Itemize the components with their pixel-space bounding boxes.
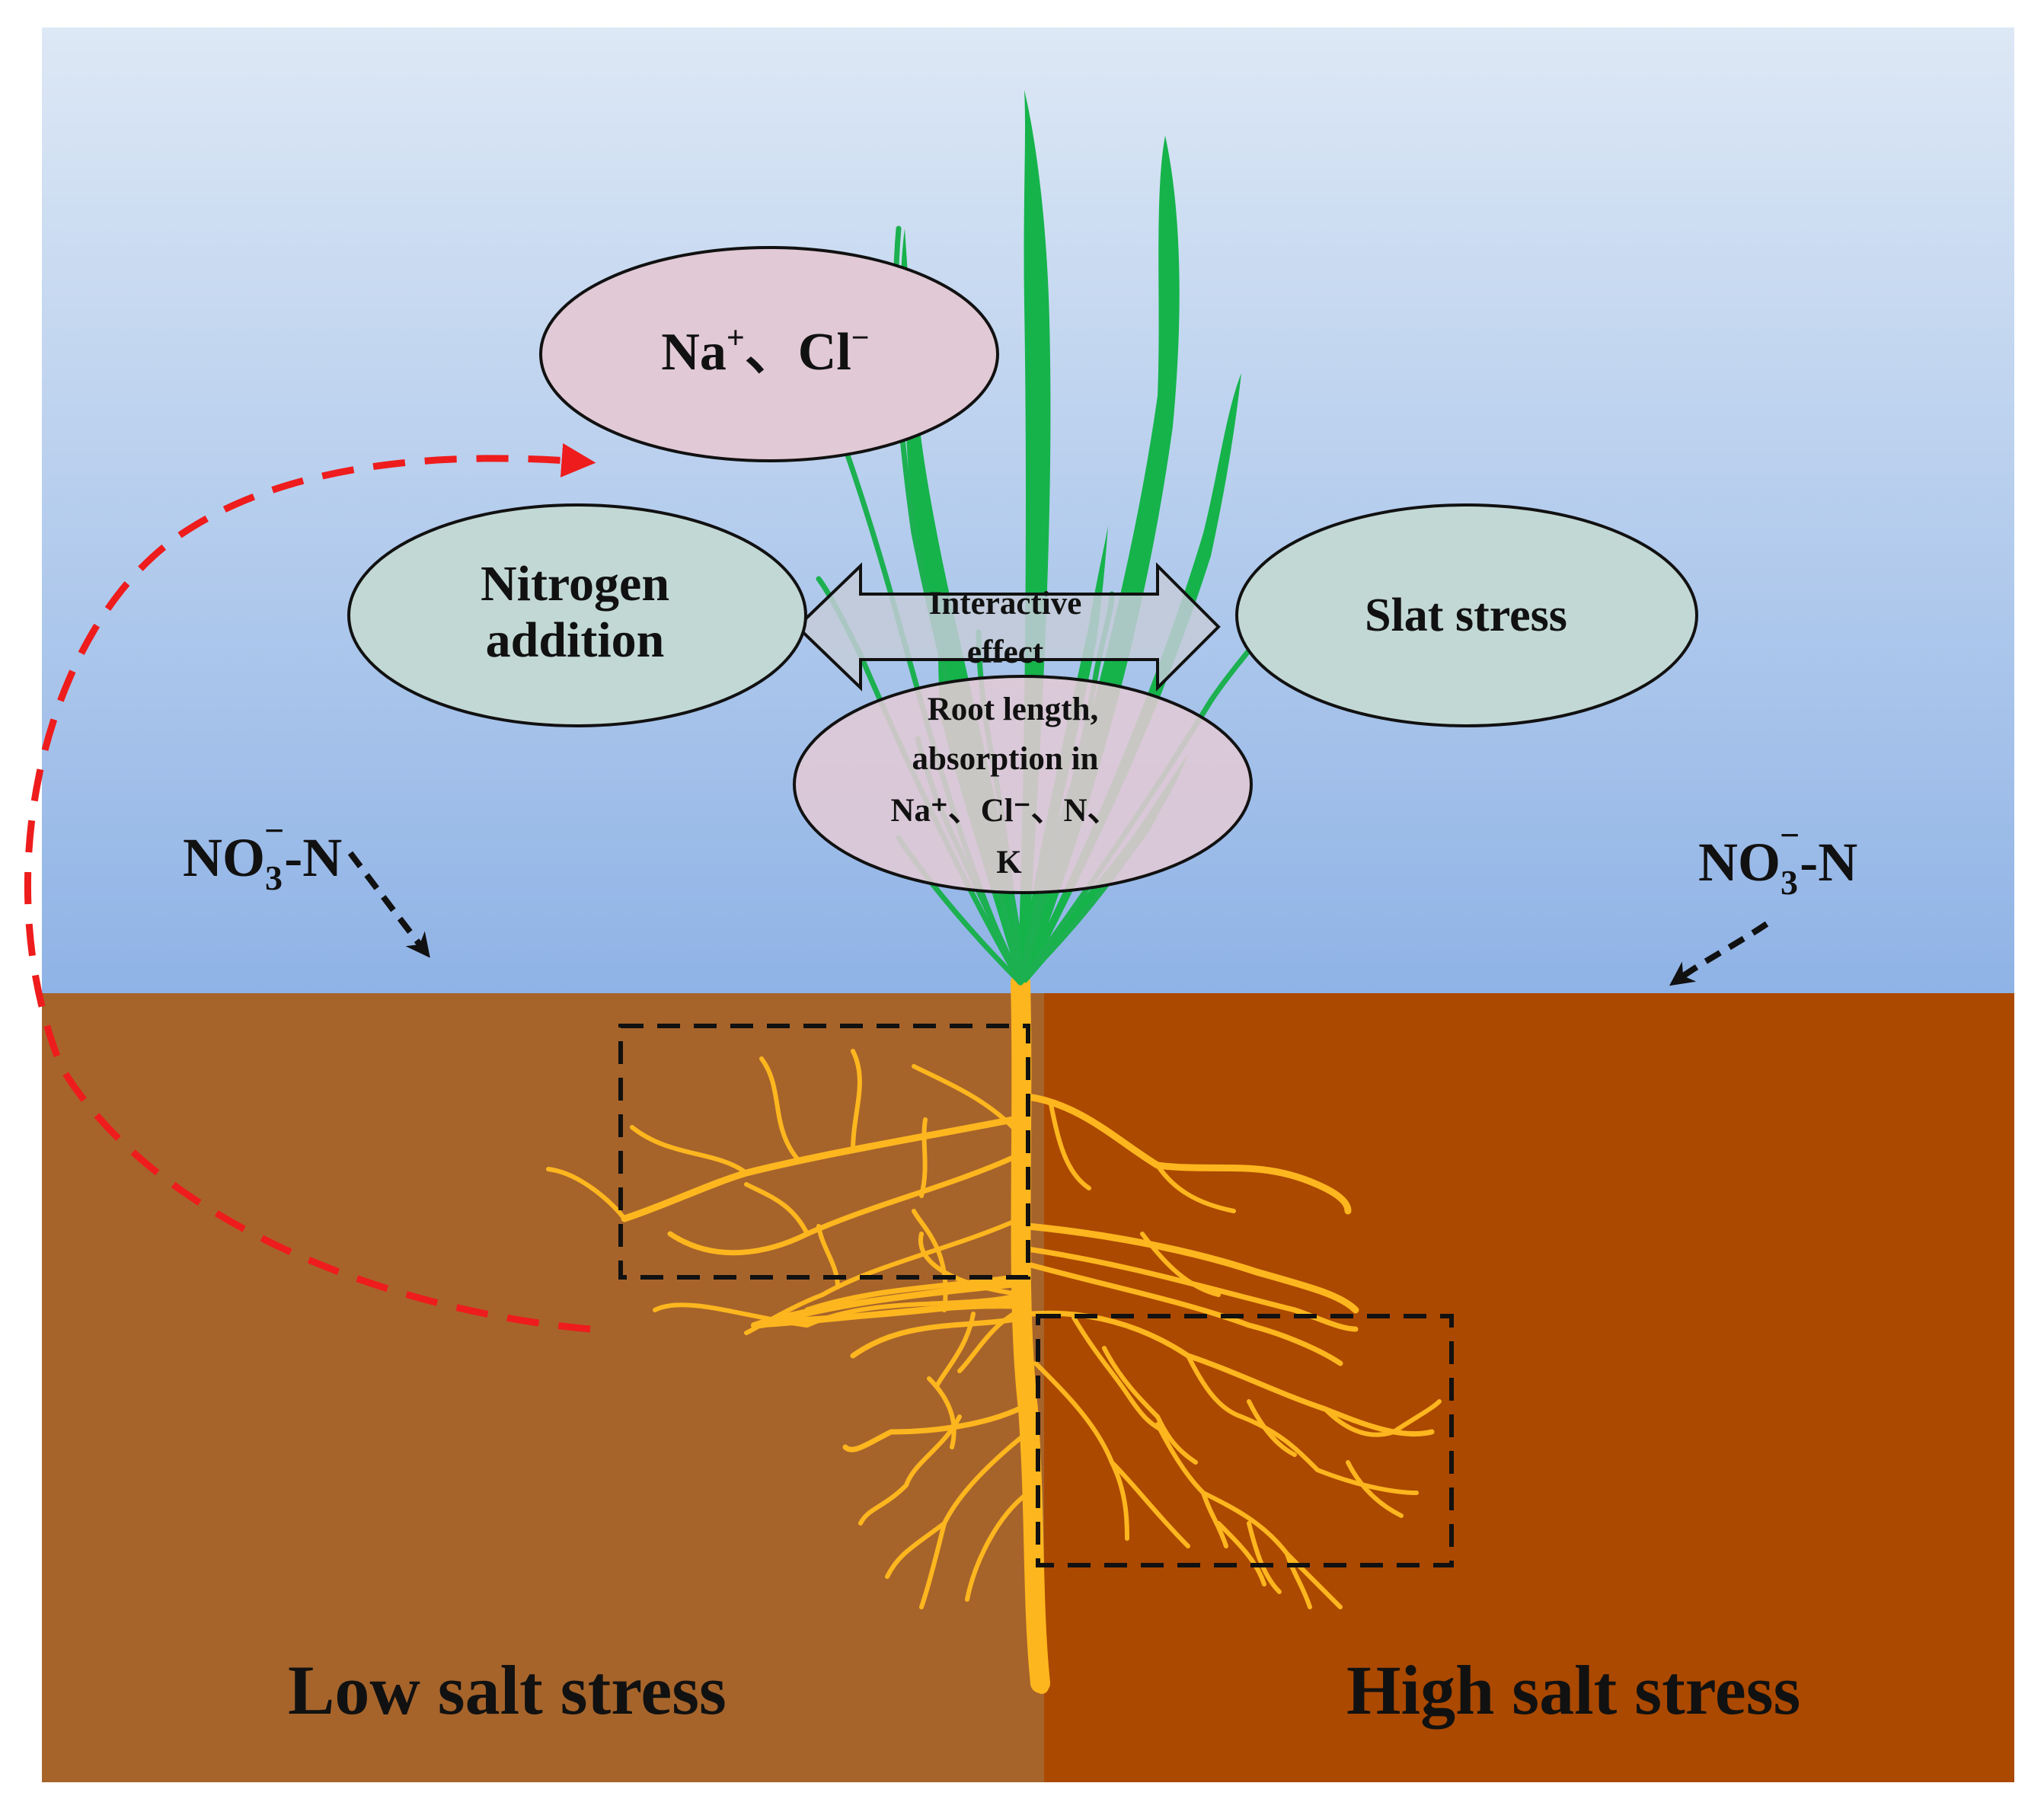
lateral-root xyxy=(1025,1246,1359,1332)
nitrogen-ellipse xyxy=(347,503,807,727)
root-response-line4: K xyxy=(996,845,1022,880)
ions-label-cl: 、Cl xyxy=(745,323,851,382)
root-response-line3: Na⁺、Cl⁻、N、 xyxy=(891,793,1120,829)
root-response-line2: absorption in xyxy=(912,741,1099,777)
lateral-root xyxy=(1155,1163,1236,1213)
nitrate-left-arrow xyxy=(347,851,430,958)
main-root-tip xyxy=(1033,1669,1049,1694)
nitrate-left-suffix: -N xyxy=(284,827,342,888)
lateral-root xyxy=(804,1273,1027,1313)
lateral-root xyxy=(842,1402,1030,1452)
nitrate-right-sub: 3 xyxy=(1781,863,1798,902)
interaction-label-line2: effect xyxy=(967,634,1044,670)
low-salt-label: Low salt stress xyxy=(288,1651,727,1729)
nitrate-left-sup: − xyxy=(264,811,284,850)
lateral-root xyxy=(667,1155,1016,1256)
lateral-root xyxy=(1072,1315,1167,1434)
root-response-ellipse xyxy=(793,675,1253,894)
ions-ellipse xyxy=(539,246,999,462)
lateral-root xyxy=(630,1125,749,1175)
lateral-root xyxy=(1024,1222,1359,1314)
nitrate-right-arrow xyxy=(1669,921,1769,986)
lateral-root xyxy=(858,1414,962,1526)
nitrate-left-base: NO xyxy=(183,827,265,888)
main-root xyxy=(1011,973,1050,1693)
lateral-root xyxy=(965,1491,1030,1602)
lateral-root xyxy=(1049,1102,1091,1190)
salt-stress-node: Slat stress xyxy=(1235,503,1698,727)
double-arrow-shape xyxy=(795,562,1221,692)
nitrate-right-suffix: -N xyxy=(1800,832,1857,893)
nitrogen-label-line1: Nitrogen xyxy=(481,556,669,612)
lateral-root xyxy=(1216,1521,1266,1587)
lateral-root xyxy=(934,1312,976,1388)
lateral-root xyxy=(759,1056,802,1164)
lateral-root xyxy=(1323,1399,1442,1437)
lateral-root xyxy=(919,1521,947,1609)
ions-label: Na+、Cl− xyxy=(661,321,869,382)
lateral-root xyxy=(912,1209,948,1312)
nitrate-left-sub: 3 xyxy=(265,858,283,897)
lateral-root xyxy=(1285,1551,1343,1609)
lateral-root xyxy=(1102,1346,1198,1465)
lateral-root xyxy=(744,1182,810,1236)
ions-node: Na+、Cl− xyxy=(539,246,999,462)
lateral-root xyxy=(816,1224,840,1289)
root-response-node: Root length, absorption in Na⁺、Cl⁻、N、 K xyxy=(793,675,1253,894)
salt-stress-ellipse xyxy=(1235,503,1698,727)
nitrate-right-sup: − xyxy=(1780,816,1800,855)
nitrogen-label-line2: addition xyxy=(486,612,665,668)
lateral-root xyxy=(957,1308,1023,1373)
lateral-root xyxy=(850,1315,1027,1359)
ions-label-sup1: + xyxy=(727,321,745,356)
lateral-root xyxy=(621,1116,1017,1222)
soil-low-salt xyxy=(42,993,1044,1782)
lateral-root xyxy=(751,1302,1027,1328)
nitrate-left-label: NO3 −-N xyxy=(183,811,342,897)
feedback-arrow xyxy=(24,443,596,1333)
ions-label-na: Na xyxy=(661,323,727,382)
lateral-root xyxy=(919,1117,928,1198)
lateral-root xyxy=(851,1049,862,1152)
lateral-root xyxy=(1247,1399,1297,1457)
lateral-root xyxy=(1024,1093,1352,1215)
lateral-root xyxy=(927,1376,957,1449)
root-system xyxy=(546,973,1442,1694)
root-response-line1: Root length, xyxy=(928,692,1099,727)
lateral-root xyxy=(1186,1353,1419,1495)
high-salt-label: High salt stress xyxy=(1346,1651,1800,1729)
nitrogen-node: Nitrogen addition xyxy=(347,503,807,727)
lateral-root xyxy=(1140,1232,1221,1297)
lateral-root xyxy=(1110,1460,1190,1548)
interaction-arrow: Interactive effect xyxy=(795,562,1221,692)
nitrate-right-label: NO3 −-N xyxy=(1698,816,1857,902)
ions-label-sup2: − xyxy=(851,321,870,356)
lateral-root xyxy=(1346,1460,1404,1518)
interaction-label-line1: Interactive xyxy=(929,586,1082,622)
low-salt-root-box xyxy=(618,1024,1030,1280)
nitrate-right-base: NO xyxy=(1698,832,1781,893)
lateral-root xyxy=(1201,1491,1312,1609)
salt-stress-label: Slat stress xyxy=(1365,590,1567,641)
lateral-root xyxy=(546,1167,627,1221)
lateral-root xyxy=(1029,1310,1435,1437)
lateral-root xyxy=(912,1064,1015,1130)
leaf-blade xyxy=(1017,136,1180,983)
